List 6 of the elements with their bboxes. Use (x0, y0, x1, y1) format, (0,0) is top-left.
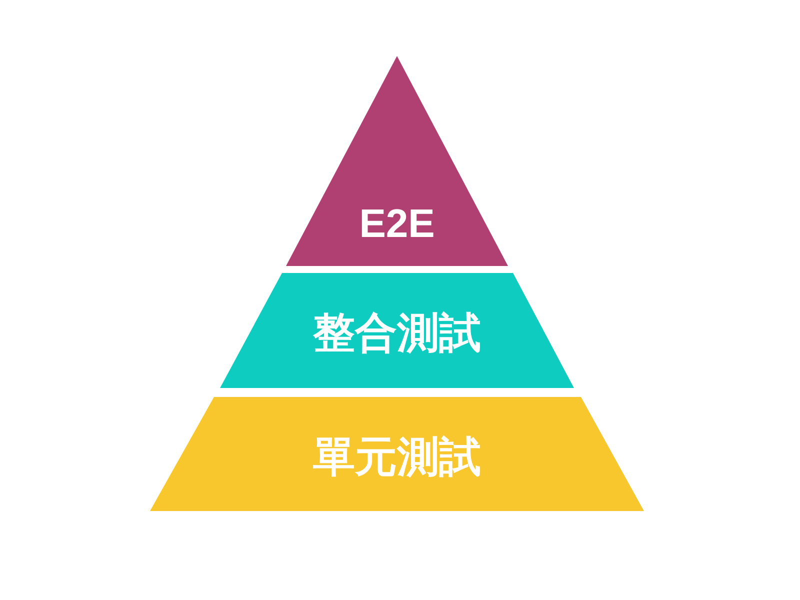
tier-label: E2E (359, 204, 435, 244)
tier-label: 單元測試 (313, 436, 481, 478)
pyramid-top-triangle (286, 56, 508, 266)
pyramid-tier (150, 397, 644, 511)
pyramid-tier (220, 273, 574, 388)
tier-label: 整合測試 (313, 312, 481, 354)
